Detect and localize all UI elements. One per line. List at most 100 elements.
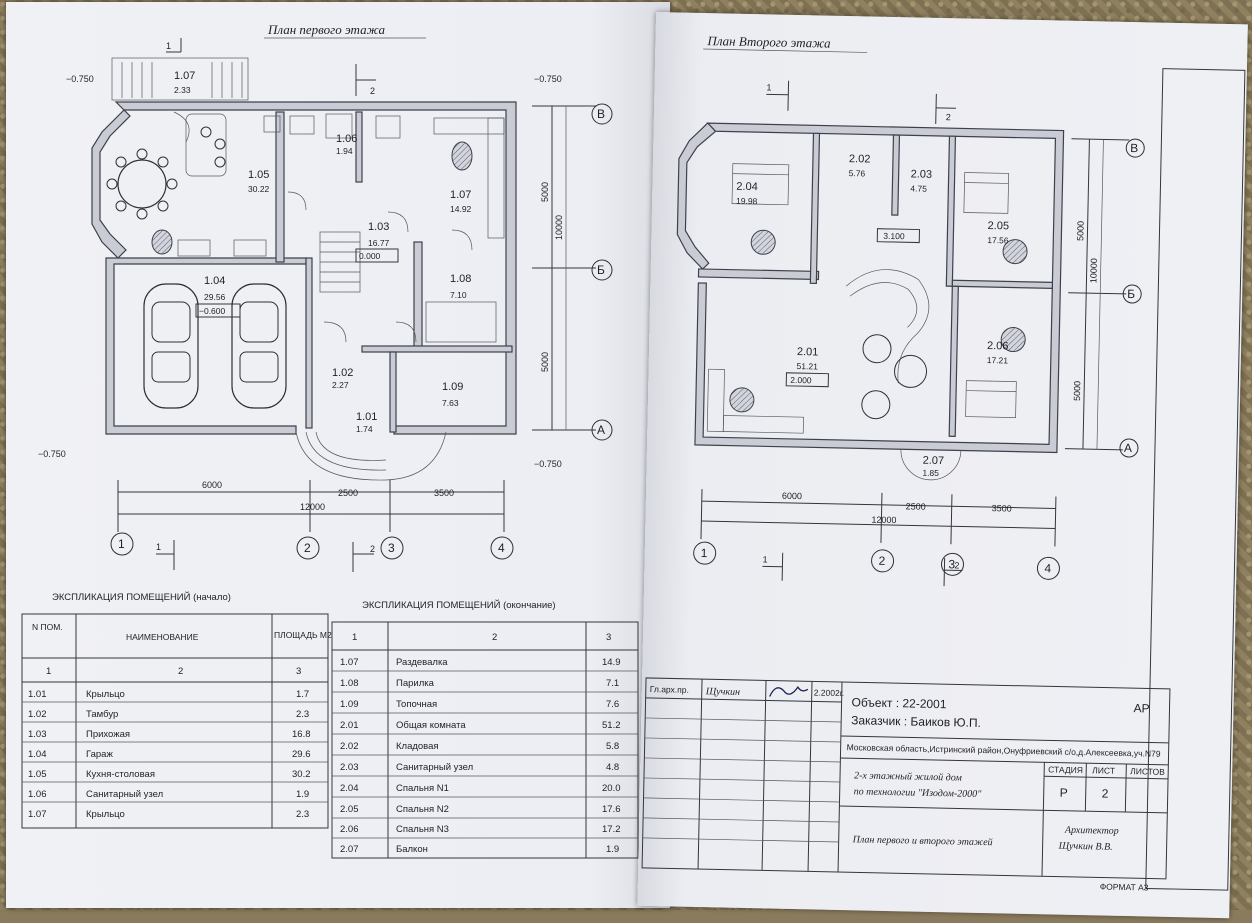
room-table-end: 1 2 3 <box>332 622 638 858</box>
stamp-address: Московская область,Истринский район,Онуф… <box>847 742 1161 759</box>
svg-text:2.05: 2.05 <box>340 804 359 815</box>
svg-text:1.09: 1.09 <box>340 699 359 710</box>
right-sheet-drawing: План Второго этажа 1 2 1 2 <box>637 12 1248 918</box>
svg-text:Крыльцо: Крыльцо <box>86 689 125 700</box>
level-mark: −0.750 <box>66 74 94 84</box>
inner-wall <box>946 136 955 286</box>
svg-text:1.94: 1.94 <box>336 146 353 156</box>
axis-marker-row: В <box>1126 139 1144 157</box>
inner-wall <box>356 112 362 182</box>
car-icon <box>232 284 286 408</box>
svg-text:1.01: 1.01 <box>28 689 47 700</box>
svg-text:2.02: 2.02 <box>340 741 359 752</box>
right-sheet: План Второго этажа 1 2 1 2 <box>637 12 1248 918</box>
svg-text:4.75: 4.75 <box>910 183 927 193</box>
svg-text:2.000: 2.000 <box>790 375 812 385</box>
svg-text:17.56: 17.56 <box>987 235 1009 245</box>
svg-text:51.21: 51.21 <box>797 361 819 371</box>
svg-text:Спальня N3: Спальня N3 <box>396 824 449 835</box>
svg-text:1.74: 1.74 <box>356 424 373 434</box>
svg-text:3500: 3500 <box>434 488 454 498</box>
svg-text:6000: 6000 <box>782 491 802 501</box>
stamp-architect-title: Архитектор <box>1064 825 1119 837</box>
svg-text:3500: 3500 <box>992 503 1012 513</box>
svg-text:5.76: 5.76 <box>849 168 866 178</box>
svg-text:2500: 2500 <box>906 501 926 511</box>
section-marker: 1 <box>762 552 783 580</box>
svg-text:29.56: 29.56 <box>204 292 226 302</box>
floor2-title: План Второго этажа <box>706 33 831 51</box>
svg-text:1.85: 1.85 <box>922 468 939 478</box>
sink-icon <box>290 116 314 134</box>
inner-wall <box>952 280 1052 288</box>
svg-text:2.05: 2.05 <box>987 220 1009 232</box>
room-label: 1.097.63 <box>442 381 463 408</box>
svg-text:1: 1 <box>766 82 771 92</box>
left-sheet: План первого этажа −0.750 −0.750 −0.750 … <box>6 2 670 908</box>
stamp-person: Щучкин <box>705 686 741 698</box>
svg-text:Спальня N1: Спальня N1 <box>396 783 449 794</box>
axis-marker-row: А <box>1120 439 1138 457</box>
svg-text:1: 1 <box>762 554 767 564</box>
stamp-role: Гл.арх.пр. <box>650 684 689 695</box>
svg-text:30.22: 30.22 <box>248 184 270 194</box>
svg-text:Тамбур: Тамбур <box>86 709 118 720</box>
dining-table-icon <box>107 149 177 219</box>
svg-text:2.07: 2.07 <box>340 844 359 855</box>
svg-text:1.02: 1.02 <box>28 709 47 720</box>
left-sheet-drawing: План первого этажа −0.750 −0.750 −0.750 … <box>6 2 670 908</box>
svg-text:29.6: 29.6 <box>292 749 311 760</box>
washbasin-icon <box>376 116 400 138</box>
room-label: 1.072.33 <box>174 70 195 95</box>
svg-text:2.3: 2.3 <box>296 809 309 820</box>
svg-text:1.07: 1.07 <box>28 809 47 820</box>
room-label: 2.025.76 <box>849 153 871 178</box>
svg-text:2.04: 2.04 <box>736 181 758 193</box>
svg-text:Спальня N2: Спальня N2 <box>396 804 449 815</box>
svg-text:Б: Б <box>1127 287 1135 301</box>
svg-text:Парилка: Парилка <box>396 678 435 689</box>
svg-text:N ПОМ.: N ПОМ. <box>32 622 63 632</box>
svg-text:17.6: 17.6 <box>602 804 621 815</box>
svg-text:5000: 5000 <box>1075 221 1085 241</box>
stamp-stage-label: СТАДИЯ <box>1048 764 1083 775</box>
floor1-title: План первого этажа <box>267 22 386 37</box>
svg-text:1.07: 1.07 <box>450 189 471 201</box>
svg-text:2.06: 2.06 <box>340 824 359 835</box>
svg-text:Балкон: Балкон <box>396 844 428 855</box>
svg-text:2: 2 <box>370 544 375 554</box>
stamp-project-line2: по технологии "Изодом-2000" <box>854 786 983 800</box>
svg-text:17.21: 17.21 <box>987 355 1009 365</box>
level-mark: −0.750 <box>534 74 562 84</box>
plant-icon <box>452 142 472 170</box>
svg-text:1: 1 <box>156 542 161 552</box>
svg-text:4.8: 4.8 <box>606 762 619 773</box>
svg-text:16.8: 16.8 <box>292 729 311 740</box>
svg-text:1.7: 1.7 <box>296 689 309 700</box>
axis-marker-col: 3 <box>381 537 403 559</box>
svg-text:2.04: 2.04 <box>340 783 359 794</box>
svg-text:1.09: 1.09 <box>442 381 463 393</box>
entry-steps <box>296 432 446 480</box>
table-row: 1.07 Крыльцо 2.3 <box>28 809 309 820</box>
svg-text:−0.600: −0.600 <box>199 306 226 316</box>
svg-text:1: 1 <box>701 546 708 560</box>
svg-text:1: 1 <box>118 537 125 551</box>
room-label: 1.087.10 <box>450 273 471 300</box>
svg-text:14.92: 14.92 <box>450 204 472 214</box>
svg-text:2.33: 2.33 <box>174 85 191 95</box>
svg-text:3: 3 <box>296 666 301 677</box>
svg-text:Крыльцо: Крыльцо <box>86 809 125 820</box>
stamp-drawing: План первого и второго этажей <box>852 834 993 848</box>
room-label: 1.011.74 <box>356 411 377 434</box>
svg-text:0.000: 0.000 <box>359 251 381 261</box>
svg-text:2.03: 2.03 <box>911 168 933 180</box>
